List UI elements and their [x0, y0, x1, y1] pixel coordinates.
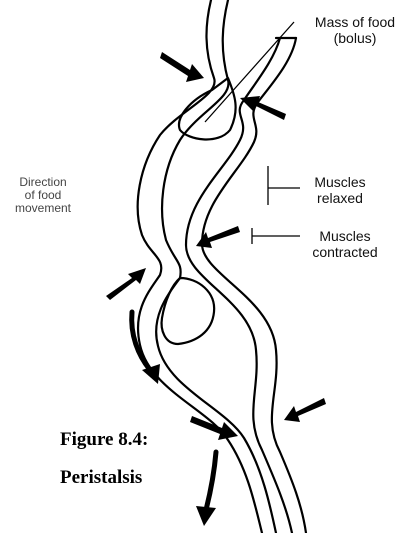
figure-number: Figure 8.4: [60, 428, 148, 452]
arrow-mid-left [106, 268, 146, 300]
contracted-label-line2: contracted [300, 244, 390, 260]
relaxed-label: Muscles relaxed [300, 174, 380, 206]
tube-left-outer-wall [138, 0, 262, 533]
arrow-top-left [160, 52, 204, 82]
bolus-lower [162, 278, 215, 344]
figure-title: Peristalsis [60, 466, 142, 490]
contracted-label-line1: Muscles [300, 228, 390, 244]
contracted-label: Muscles contracted [300, 228, 390, 260]
arrow-lower-left [190, 416, 238, 440]
arrow-upper-right [240, 96, 286, 120]
direction-label-line3: movement [0, 202, 86, 215]
relaxed-label-line2: relaxed [300, 190, 380, 206]
direction-label: Direction of food movement [0, 176, 86, 215]
curved-arrow-bottom-shaft [206, 452, 216, 510]
relaxed-label-line1: Muscles [300, 174, 380, 190]
bolus-label-line2: (bolus) [300, 30, 410, 46]
arrow-lower-right [284, 398, 326, 422]
bolus-label: Mass of food (bolus) [300, 14, 410, 46]
curved-arrow-bottom-head [196, 506, 216, 526]
bolus-label-line1: Mass of food [300, 14, 410, 30]
